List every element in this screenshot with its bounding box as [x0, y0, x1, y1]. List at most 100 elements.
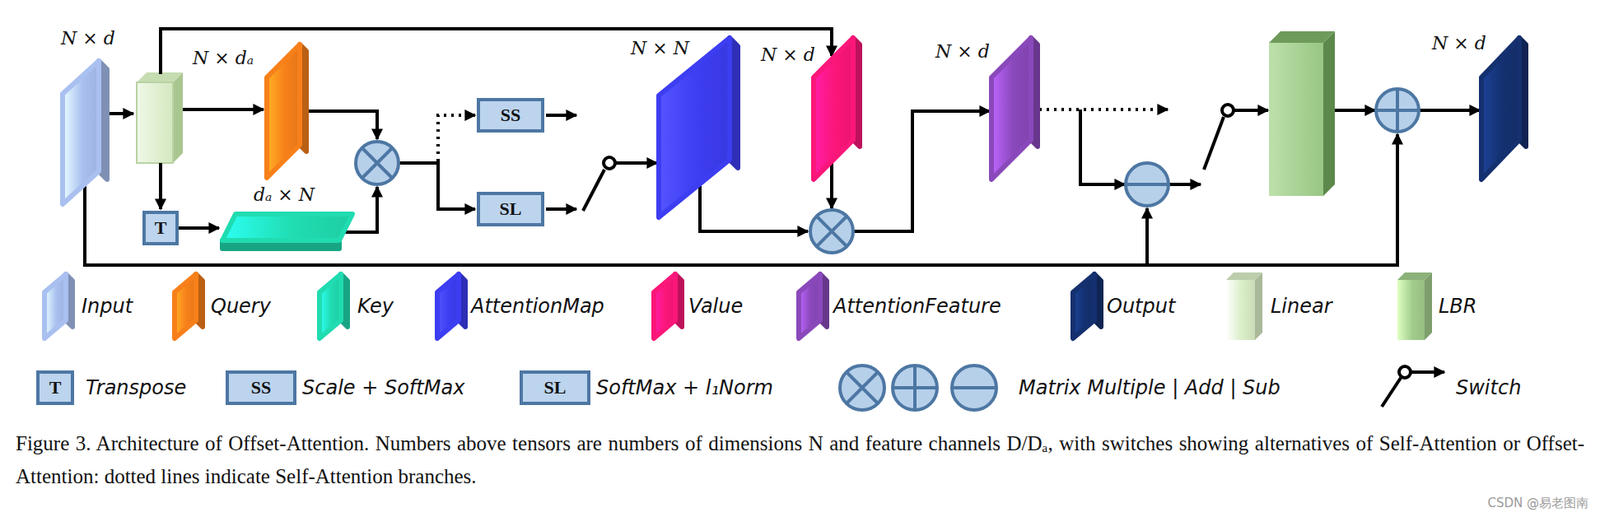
wire [1169, 182, 1201, 187]
legend-swatch [650, 270, 686, 342]
tensor-face [658, 37, 730, 218]
switch-lever [1381, 377, 1401, 407]
operator-sign [892, 365, 938, 411]
lbr-face [1268, 42, 1324, 196]
operator-sign [846, 372, 878, 404]
lbr-top [1268, 31, 1335, 43]
softmax-norm-sample [521, 372, 589, 404]
switch-pivot [603, 157, 616, 169]
block-top [1226, 272, 1263, 280]
connector-arrow [178, 226, 220, 230]
operators [355, 88, 1419, 411]
legend-swatch [1224, 270, 1265, 342]
sample-symbol: SS [251, 377, 271, 399]
dotted-wire [1039, 107, 1168, 112]
block-face [1226, 279, 1255, 341]
dimension-label: N × N [630, 37, 690, 60]
dimension-label: N × d [935, 41, 990, 63]
dimension-label: N × dₐ [192, 47, 254, 70]
switch-pivot [1399, 366, 1411, 378]
linear-block [136, 72, 183, 164]
wire [615, 161, 658, 165]
dimension-label-holder: N × dₐ [192, 47, 254, 70]
tensor-block: N × d [988, 34, 1041, 183]
legend-label: Transpose [85, 375, 187, 401]
add-symbol [1376, 88, 1419, 132]
tensor-face [62, 60, 99, 205]
legend-label: LBR [1438, 293, 1478, 319]
operation-box: SS [476, 97, 545, 133]
subtract-symbol [951, 365, 997, 411]
subtract-symbol [1125, 163, 1169, 206]
operator-sign [816, 216, 847, 247]
operator-circle [1376, 88, 1419, 132]
transpose-sample [37, 372, 73, 404]
tensor-face [44, 274, 66, 339]
tensor-block: N × N [655, 34, 742, 221]
wire [1080, 109, 1125, 185]
multiply-symbol [810, 209, 854, 253]
legend-label: Output [1106, 293, 1176, 319]
legend-label: Matrix Multiple | Add | Sub [1018, 375, 1281, 401]
linear-side [172, 72, 183, 164]
sample-symbol: SL [544, 377, 567, 399]
operation-label: SS [500, 104, 521, 126]
legend-label: AttentionFeature [833, 293, 1002, 319]
tensor-face [319, 274, 341, 339]
add-symbol [892, 365, 938, 411]
tensor-face [991, 37, 1031, 180]
tensor-shape [988, 34, 1041, 183]
tensor-block: N × d [810, 34, 863, 183]
legend-label: Scale + SoftMax [302, 375, 465, 401]
tensor-face [1481, 37, 1520, 180]
sample-symbol: T [49, 377, 62, 399]
switch-pivot [1222, 104, 1234, 117]
switch-lever [583, 169, 605, 211]
tensor-shape [1478, 34, 1530, 183]
wire [545, 113, 577, 117]
tensor-shape [655, 34, 742, 221]
multiply-symbol [355, 141, 399, 185]
wire [699, 186, 808, 232]
block-face [1397, 279, 1425, 341]
wire [1419, 108, 1480, 112]
wire [307, 111, 378, 140]
legend-label: AttentionMap [471, 293, 605, 319]
wire [1233, 108, 1269, 112]
tensor-block: N × d [59, 57, 111, 208]
legend-label: SoftMax + l₁Norm [596, 375, 774, 401]
tensor-face [653, 274, 676, 339]
dimension-label: N × d [760, 44, 816, 66]
legend-label: Linear [1270, 293, 1333, 319]
operation-box: SL [476, 191, 545, 227]
dimension-label-holder: N × d [760, 44, 816, 66]
dimension-label-holder: N × d [60, 27, 116, 50]
wire [399, 163, 476, 210]
tensor-face [813, 37, 854, 180]
operator-circle [892, 365, 938, 411]
dimension-label: N × d [1432, 32, 1487, 55]
tensor-face [437, 274, 459, 339]
wire [107, 111, 134, 116]
dotted-wire [438, 115, 476, 162]
tensor-shape [219, 210, 356, 252]
wire [1334, 108, 1376, 112]
wire [1145, 208, 1149, 266]
wire [853, 111, 990, 232]
tensor-block: N × dₐ [263, 41, 310, 182]
operator-sign [1125, 182, 1169, 187]
wire [182, 107, 264, 112]
tensor-face [222, 214, 353, 241]
linear-face [136, 82, 173, 164]
legend-label: Value [688, 293, 743, 319]
legend-swatch [795, 270, 831, 342]
operator-sign [362, 148, 392, 178]
legend-label: Switch [1455, 375, 1521, 401]
wire [158, 163, 163, 210]
operator-circle [1125, 163, 1169, 206]
operator-circle [839, 365, 885, 411]
operation-label: T [154, 217, 168, 239]
tensor-block: N × d [1478, 34, 1530, 183]
switch-arrow [1410, 370, 1445, 374]
dimension-label: N × d [60, 27, 116, 50]
